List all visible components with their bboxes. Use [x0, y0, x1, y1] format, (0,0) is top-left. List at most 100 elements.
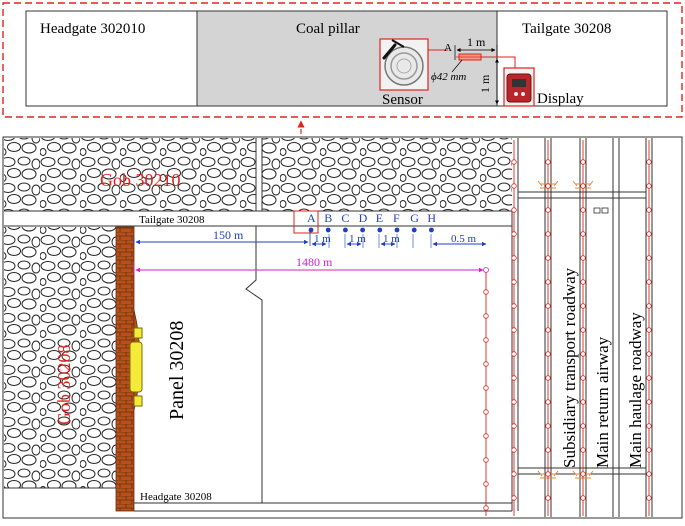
chain-node	[580, 207, 586, 213]
sensor-point-e	[377, 227, 383, 233]
gob-top-right-area	[262, 138, 512, 211]
chain-node	[511, 471, 517, 477]
chain-node	[580, 375, 586, 381]
roadway-label-subsidiary: Subsidiary transport roadway	[560, 267, 579, 468]
inset-tailgate-label: Tailgate 30208	[522, 21, 611, 37]
sensor-label-h: H	[427, 211, 436, 225]
dim-to-sensors-label: 150 m	[213, 228, 244, 242]
sensor-point-c	[343, 227, 348, 233]
spacing-label-1: 1 m	[314, 233, 331, 245]
gob-left-area	[4, 227, 116, 488]
panel-label: Panel 30208	[166, 321, 188, 420]
chain-node	[545, 183, 551, 189]
chain-node	[580, 423, 586, 429]
chain-node	[646, 255, 652, 261]
sensor-point-b	[325, 227, 331, 233]
chain-node	[580, 183, 586, 189]
chain-node	[646, 495, 652, 501]
roadway-label-return: Main return airway	[593, 336, 612, 468]
chain-node	[646, 375, 652, 381]
chain-node	[511, 159, 517, 165]
chain-node	[545, 471, 551, 477]
chain-node	[511, 231, 517, 237]
chain-node	[646, 447, 652, 453]
sensor-highlight-box	[293, 210, 319, 234]
chain-node	[483, 433, 489, 439]
sensor-label-c: C	[341, 211, 349, 225]
chain-node	[511, 327, 517, 333]
chain-node	[580, 399, 586, 405]
tailgate-label: Tailgate 30208	[139, 214, 205, 226]
chain-node	[580, 279, 586, 285]
sensor-label-g: G	[410, 211, 419, 225]
chain-node	[545, 423, 551, 429]
chain-node	[483, 481, 489, 487]
chain-node	[483, 505, 489, 511]
headgate-label: Headgate 30208	[140, 491, 212, 503]
chain-node	[545, 399, 551, 405]
chain-node	[483, 409, 489, 415]
chain-node	[511, 423, 517, 429]
sensor-label-f: F	[393, 211, 400, 225]
chain-node	[483, 289, 489, 295]
chain-node	[580, 159, 586, 165]
sensor-label-e: E	[376, 211, 383, 225]
sensor-label-a: A	[307, 211, 316, 225]
chain-node	[483, 337, 489, 343]
chain-node	[545, 159, 551, 165]
chain-node	[511, 399, 517, 405]
chain-node	[483, 313, 489, 319]
inset-diameter: ϕ42 mm	[431, 71, 466, 83]
display-icon	[503, 67, 535, 107]
chain-node	[545, 207, 551, 213]
chain-node	[580, 471, 586, 477]
spacing-label-3: 1 m	[383, 233, 400, 245]
chain-node	[545, 327, 551, 333]
chain-node	[646, 279, 652, 285]
inset-dim-vertical: 1 m	[478, 74, 492, 93]
sensor-icon	[379, 38, 429, 91]
chain-node	[580, 255, 586, 261]
end-offset-label: 0.5 m	[451, 233, 477, 245]
chain-node	[646, 207, 652, 213]
chain-node	[646, 351, 652, 357]
chain-node	[545, 375, 551, 381]
chain-node	[646, 327, 652, 333]
chain-node	[545, 447, 551, 453]
chain-node	[511, 447, 517, 453]
spacing-label-2: 1 m	[349, 233, 366, 245]
door-icon	[593, 207, 609, 214]
dim-panel-length-label: 1480 m	[296, 255, 333, 269]
chain-node	[545, 303, 551, 309]
roadway-label-haulage: Main haulage roadway	[626, 312, 645, 468]
gob-top-label: Gob 30210	[100, 170, 181, 190]
chain-node	[483, 361, 489, 367]
chain-node	[545, 495, 551, 501]
sensor-point-d	[360, 227, 365, 233]
chain-node	[646, 423, 652, 429]
chain-node	[511, 375, 517, 381]
chain-node	[580, 327, 586, 333]
inset-pillar-label: Coal pillar	[296, 21, 360, 37]
chain-node	[580, 303, 586, 309]
chain-node	[580, 447, 586, 453]
hydraulic-support-icon	[129, 327, 143, 407]
chain-node	[545, 231, 551, 237]
gob-left-label: Gob 30208	[54, 345, 74, 426]
inset-dashed-border	[2, 2, 683, 118]
chain-node	[511, 495, 517, 501]
chain-node	[511, 351, 517, 357]
chain-node	[511, 183, 517, 189]
inset-display-label: Display	[537, 91, 584, 107]
chain-node	[646, 231, 652, 237]
chain-node	[545, 255, 551, 261]
gob-top-left-area	[4, 138, 256, 211]
inset-panel: Headgate 302010 Coal pillar Tailgate 302…	[2, 2, 683, 118]
chain-node	[545, 279, 551, 285]
chain-node	[646, 399, 652, 405]
chain-node	[511, 279, 517, 285]
chain-node	[545, 351, 551, 357]
chain-node	[580, 495, 586, 501]
